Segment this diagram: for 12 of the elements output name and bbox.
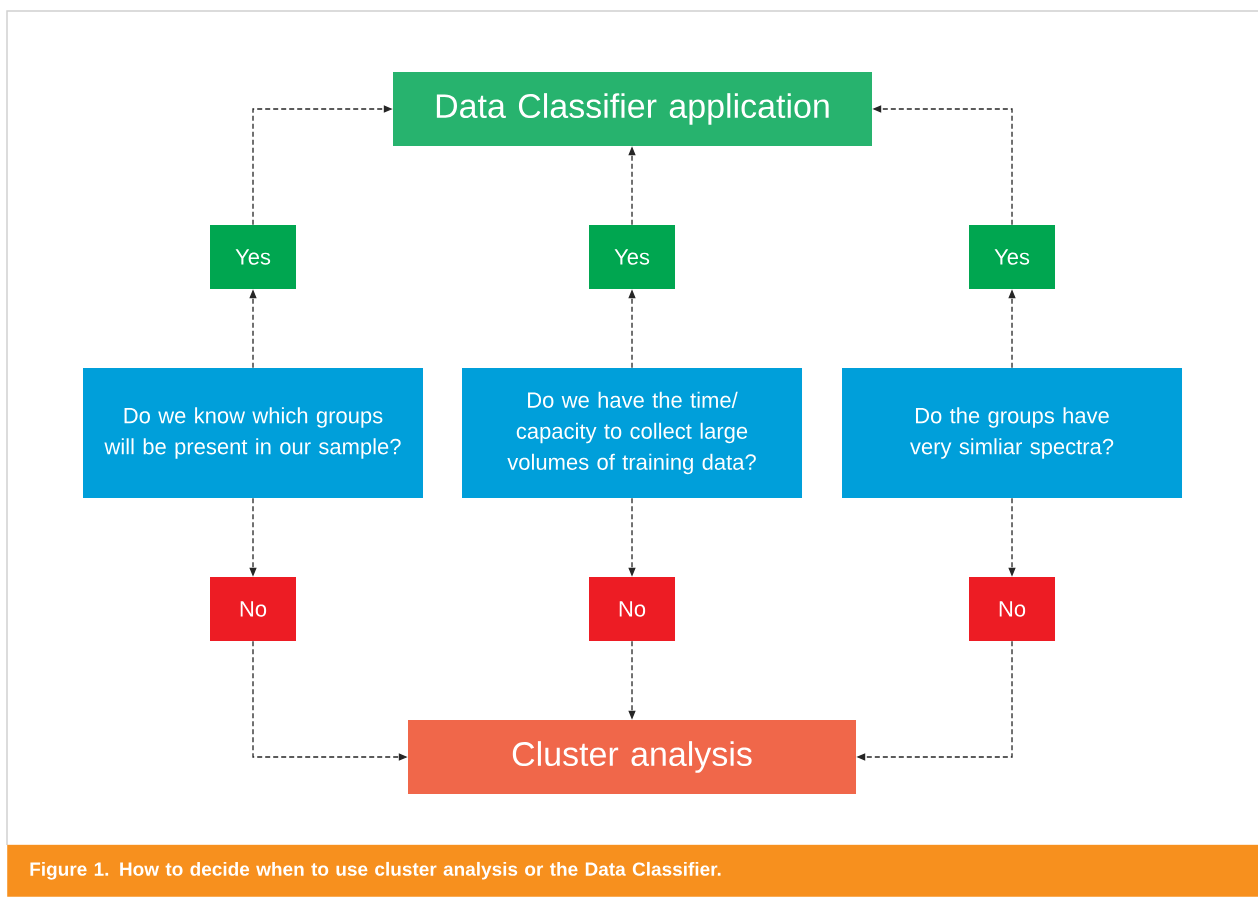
result-box: Data Classifier application — [393, 72, 872, 146]
answer-box: No — [589, 577, 675, 641]
answer-box: No — [969, 577, 1055, 641]
answer-box: Yes — [210, 225, 296, 289]
question-box: Do we know which groups will be present in our sample? — [83, 368, 423, 498]
question-box: Do we have the time/ capacity to collect large volumes of training data? — [462, 368, 802, 498]
answer-box: Yes — [969, 225, 1055, 289]
answer-box: Yes — [589, 225, 675, 289]
result-box: Cluster analysis — [408, 720, 856, 794]
answer-box: No — [210, 577, 296, 641]
caption-band: Figure 1. How to decide when to use cluster analysis or the Data Classifier. — [7, 844, 1258, 897]
question-box: Do the groups have very simliar spectra? — [842, 368, 1182, 498]
